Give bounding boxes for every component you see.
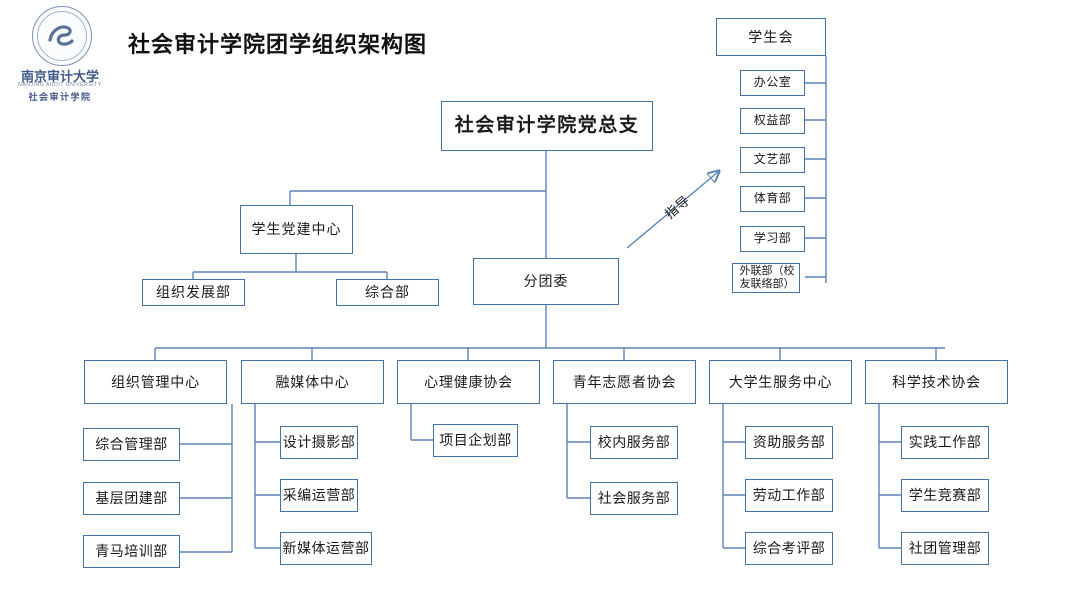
node-party-general-branch[interactable]: 社会审计学院党总支 bbox=[441, 101, 653, 151]
college-logo: 南京审计大学 NANJING AUDIT UNIVERSITY 社会审计学院 bbox=[10, 4, 110, 108]
seal-inner-ring-icon bbox=[37, 11, 87, 61]
swirl-emblem-icon bbox=[48, 25, 74, 46]
node-center-5-child-1[interactable]: 学生竞赛部 bbox=[901, 479, 989, 512]
node-center-1[interactable]: 融媒体中心 bbox=[241, 360, 384, 404]
node-center-4-child-1[interactable]: 劳动工作部 bbox=[745, 479, 833, 512]
page-title: 社会审计学院团学组织架构图 bbox=[128, 32, 428, 57]
node-center-5-child-2[interactable]: 社团管理部 bbox=[901, 532, 989, 565]
node-center-4-child-0[interactable]: 资助服务部 bbox=[745, 426, 833, 459]
node-party-building-child-1[interactable]: 综合部 bbox=[336, 279, 439, 306]
node-student-union-child-3[interactable]: 体育部 bbox=[740, 186, 805, 212]
node-student-union-child-0[interactable]: 办公室 bbox=[740, 70, 805, 96]
logo-university-name: 南京审计大学 bbox=[20, 70, 99, 85]
logo-college-name: 社会审计学院 bbox=[28, 92, 92, 102]
node-center-2-child-0[interactable]: 项目企划部 bbox=[433, 424, 518, 457]
node-center-4[interactable]: 大学生服务中心 bbox=[709, 360, 852, 404]
node-center-3[interactable]: 青年志愿者协会 bbox=[553, 360, 696, 404]
node-center-0-child-1[interactable]: 基层团建部 bbox=[83, 482, 180, 515]
node-youth-league-committee[interactable]: 分团委 bbox=[473, 258, 619, 305]
node-center-1-child-1[interactable]: 采编运营部 bbox=[280, 479, 358, 512]
node-student-party-building-center[interactable]: 学生党建中心 bbox=[240, 205, 353, 254]
node-center-0-child-2[interactable]: 青马培训部 bbox=[83, 535, 180, 568]
node-center-2[interactable]: 心理健康协会 bbox=[397, 360, 540, 404]
node-center-3-child-1[interactable]: 社会服务部 bbox=[590, 482, 678, 515]
node-student-union-child-4[interactable]: 学习部 bbox=[740, 226, 805, 252]
node-center-1-child-0[interactable]: 设计摄影部 bbox=[280, 426, 358, 459]
node-student-union-child-2[interactable]: 文艺部 bbox=[740, 147, 805, 173]
node-center-3-child-0[interactable]: 校内服务部 bbox=[590, 426, 678, 459]
node-party-building-child-0[interactable]: 组织发展部 bbox=[142, 279, 245, 306]
logo-university-name-en: NANJING AUDIT UNIVERSITY bbox=[18, 82, 102, 88]
node-student-union[interactable]: 学生会 bbox=[716, 18, 826, 56]
node-student-union-child-5[interactable]: 外联部（校友联络部） bbox=[732, 263, 800, 293]
node-center-1-child-2[interactable]: 新媒体运营部 bbox=[280, 532, 372, 565]
node-center-0-child-0[interactable]: 综合管理部 bbox=[83, 428, 180, 461]
node-center-0[interactable]: 组织管理中心 bbox=[84, 360, 227, 404]
node-center-4-child-2[interactable]: 综合考评部 bbox=[745, 532, 833, 565]
node-center-5[interactable]: 科学技术协会 bbox=[865, 360, 1008, 404]
node-center-5-child-0[interactable]: 实践工作部 bbox=[901, 426, 989, 459]
node-student-union-child-1[interactable]: 权益部 bbox=[740, 108, 805, 134]
